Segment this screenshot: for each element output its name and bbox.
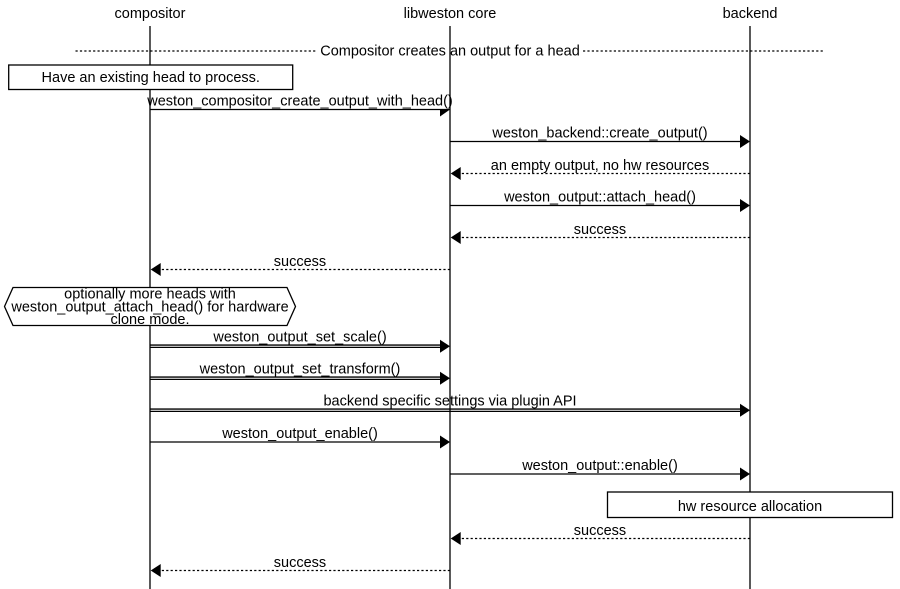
svg-text:hw resource allocation: hw resource allocation bbox=[678, 499, 822, 515]
svg-text:optionally more heads with: optionally more heads with bbox=[64, 287, 236, 303]
svg-text:backend specific settings via: backend specific settings via plugin API bbox=[323, 394, 576, 410]
svg-text:weston_output::enable(): weston_output::enable() bbox=[521, 458, 678, 474]
svg-text:Have an existing head to proce: Have an existing head to process. bbox=[42, 70, 260, 86]
svg-text:clone mode.: clone mode. bbox=[111, 312, 190, 328]
svg-text:weston_output_enable(): weston_output_enable() bbox=[221, 426, 378, 442]
svg-text:weston_output::attach_head(): weston_output::attach_head() bbox=[503, 190, 696, 206]
svg-text:compositor: compositor bbox=[115, 6, 186, 22]
svg-text:libweston core: libweston core bbox=[404, 6, 497, 22]
svg-text:weston_output_set_scale(): weston_output_set_scale() bbox=[212, 330, 386, 346]
svg-text:backend: backend bbox=[723, 6, 778, 22]
svg-text:Compositor creates an output f: Compositor creates an output for a head bbox=[320, 44, 580, 60]
svg-text:success: success bbox=[574, 222, 626, 238]
svg-text:an empty output, no hw resourc: an empty output, no hw resources bbox=[491, 158, 709, 174]
svg-text:weston_backend::create_output(: weston_backend::create_output() bbox=[491, 126, 707, 142]
svg-text:weston_output_set_transform(): weston_output_set_transform() bbox=[199, 362, 401, 378]
svg-text:success: success bbox=[274, 555, 326, 571]
svg-text:weston_output_attach_head() fo: weston_output_attach_head() for hardware bbox=[10, 299, 288, 315]
svg-text:weston_compositor_create_outpu: weston_compositor_create_output_with_hea… bbox=[146, 94, 453, 110]
svg-text:success: success bbox=[274, 254, 326, 270]
svg-text:success: success bbox=[574, 523, 626, 539]
